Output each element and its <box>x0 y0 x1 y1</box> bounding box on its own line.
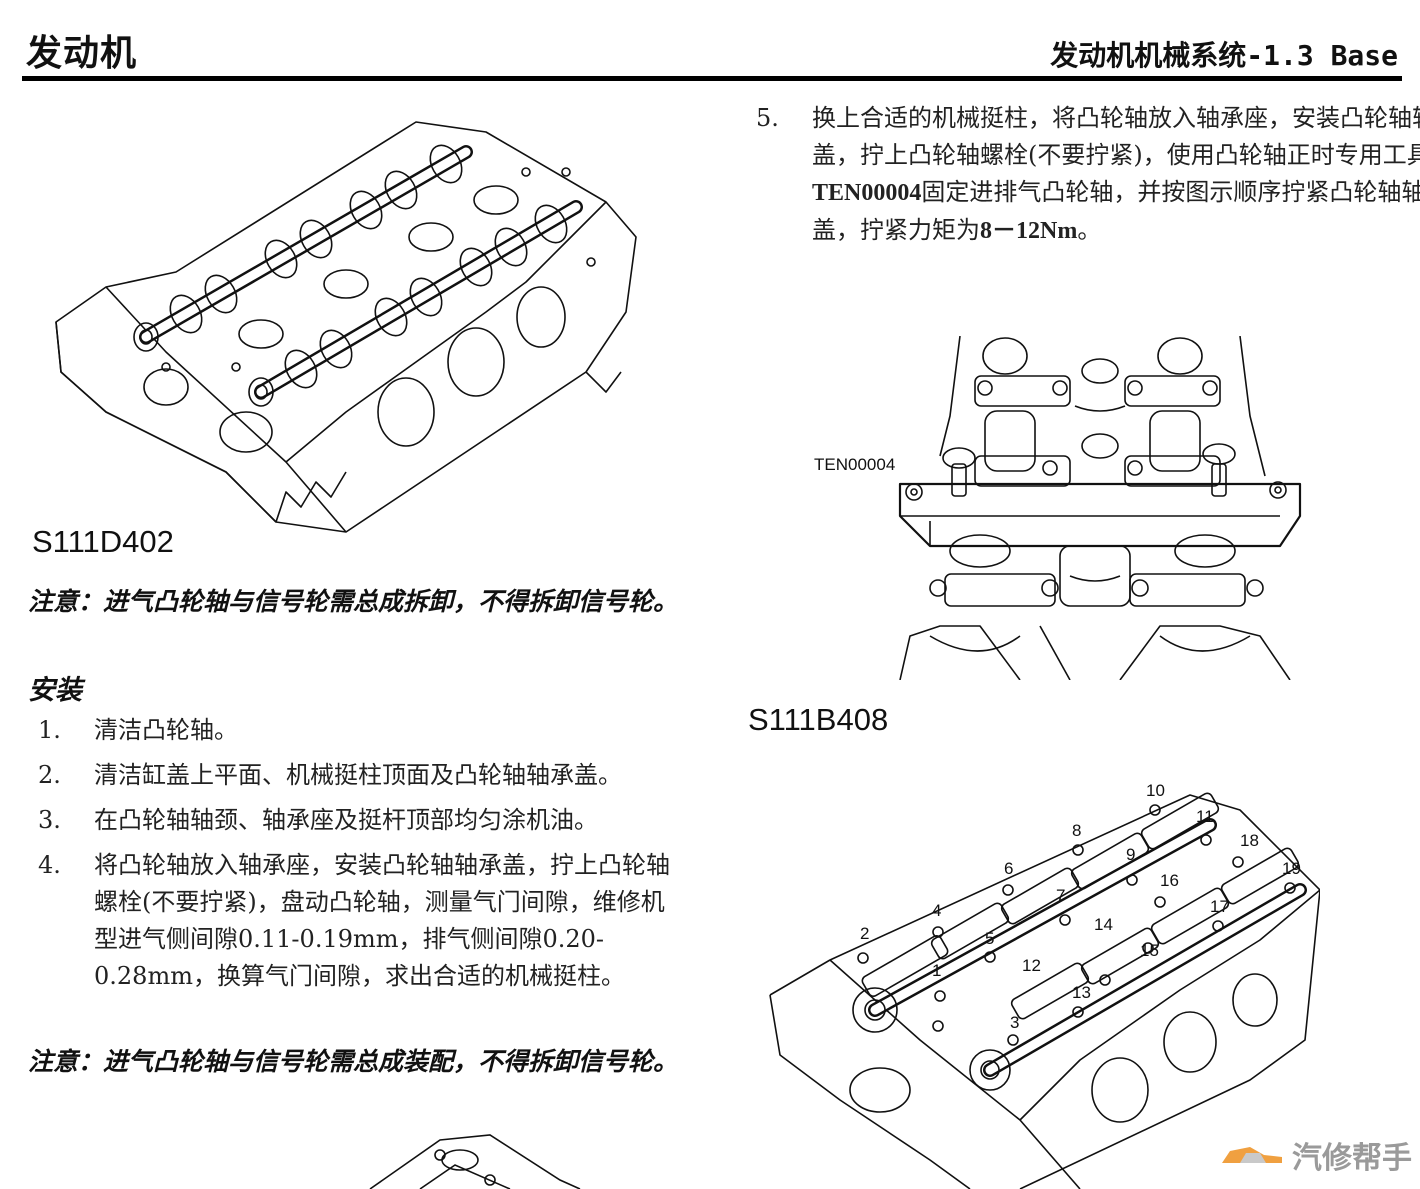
install-step-3: 3. 在凸轮轴轴颈、轴承座及挺杆顶部均匀涂机油。 <box>28 802 688 839</box>
install-step-5: 5. 换上合适的机械挺柱，将凸轮轴放入轴承座，安装凸轮轴轴承盖，拧上凸轮轴螺栓(… <box>746 100 1420 250</box>
torque-value: 8－12Nm <box>980 218 1078 244</box>
step-text-a: 换上合适的机械挺柱，将凸轮轴放入轴承座，安装凸轮轴轴承盖，拧上凸轮轴螺栓(不要拧… <box>812 104 1420 169</box>
step-text-c: 。 <box>1077 216 1102 244</box>
header-rule <box>22 76 1402 81</box>
figure-camshaft-timing-tool <box>870 336 1310 680</box>
header-chapter-title: 发动机机械系统-1.3 Base <box>1050 39 1398 72</box>
bolt-number: 14 <box>1094 915 1113 934</box>
bolt-number: 16 <box>1160 871 1179 890</box>
bolt-number: 10 <box>1146 781 1165 800</box>
watermark-logo: 汽修帮手 <box>1220 1133 1412 1177</box>
figure-next-page-preview <box>360 1130 600 1189</box>
bolt-number: 2 <box>860 924 870 943</box>
bolt-number: 7 <box>1056 886 1066 905</box>
bolt-number: 11 <box>1196 807 1214 826</box>
step-text: 在凸轮轴轴颈、轴承座及挺杆顶部均匀涂机油。 <box>94 806 598 834</box>
bolt-number: 3 <box>1010 1013 1020 1032</box>
bolt-number: 6 <box>1004 859 1014 878</box>
figure-bolt-tightening-sequence <box>760 780 1320 1189</box>
note-removal: 注意：进气凸轮轴与信号轮需总成拆卸，不得拆卸信号轮。 <box>28 587 679 616</box>
step-number: 5. <box>756 104 779 132</box>
bolt-number: 18 <box>1240 831 1259 850</box>
car-logo-icon <box>1222 1147 1282 1163</box>
figure-label-s111d402: S111D402 <box>32 524 174 559</box>
install-step-1: 1. 清洁凸轮轴。 <box>28 712 688 749</box>
watermark-text: 汽修帮手 <box>1292 1141 1412 1176</box>
step-text: 清洁缸盖上平面、机械挺柱顶面及凸轮轴轴承盖。 <box>94 761 622 789</box>
step-number: 1. <box>38 716 61 744</box>
figure-cylinder-head-camshafts <box>46 112 646 542</box>
install-step-4: 4. 将凸轮轴放入轴承座，安装凸轮轴轴承盖，拧上凸轮轴螺栓(不要拧紧)，盘动凸轮… <box>28 847 688 995</box>
header-section-title: 发动机 <box>26 33 138 74</box>
tool-callout-label: TEN00004 <box>814 455 896 474</box>
step-number: 3. <box>38 806 61 834</box>
bolt-number: 12 <box>1022 956 1041 975</box>
figure-label-s111b408: S111B408 <box>748 702 889 737</box>
bolt-number: 17 <box>1210 897 1229 916</box>
install-step-2: 2. 清洁缸盖上平面、机械挺柱顶面及凸轮轴轴承盖。 <box>28 757 688 794</box>
step-text-b: 固定进排气凸轮轴，并按图示顺序拧紧凸轮轴轴承盖，拧紧力矩为 <box>812 178 1420 244</box>
note-assembly: 注意：进气凸轮轴与信号轮需总成装配，不得拆卸信号轮。 <box>28 1047 679 1076</box>
bolt-number: 1 <box>932 961 942 980</box>
install-steps-list: 1. 清洁凸轮轴。 2. 清洁缸盖上平面、机械挺柱顶面及凸轮轴轴承盖。 3. 在… <box>28 712 688 1003</box>
bolt-number: 13 <box>1072 983 1091 1002</box>
step-text: 将凸轮轴放入轴承座，安装凸轮轴轴承盖，拧上凸轮轴螺栓(不要拧紧)，盘动凸轮轴，测… <box>94 851 670 990</box>
bolt-number: 8 <box>1072 821 1082 840</box>
bolt-number: 19 <box>1282 859 1301 878</box>
tool-code: TEN00004 <box>812 180 922 206</box>
section-title-install: 安装 <box>28 675 82 706</box>
step-number: 4. <box>38 851 61 879</box>
bolt-number: 9 <box>1126 845 1136 864</box>
bolt-number: 4 <box>932 901 942 920</box>
bolt-number: 15 <box>1140 941 1159 960</box>
step-text: 清洁凸轮轴。 <box>94 716 238 744</box>
step-number: 2. <box>38 761 61 789</box>
bolt-number: 5 <box>985 929 995 948</box>
